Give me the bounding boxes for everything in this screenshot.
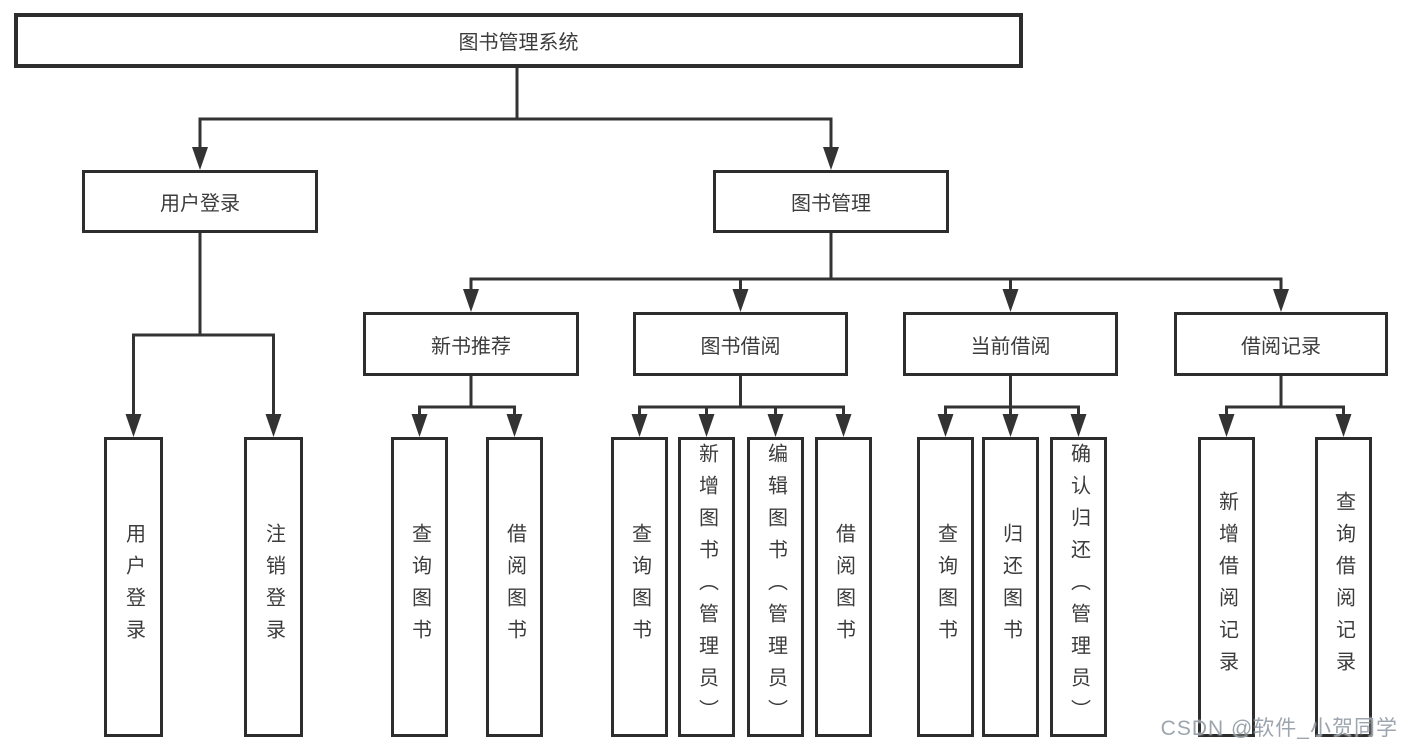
arrow-down-icon	[1002, 414, 1019, 437]
arrow-down-icon	[192, 147, 208, 170]
arrow-down-icon	[506, 414, 523, 437]
node-book-management-branch: 图书管理	[713, 170, 949, 233]
node-label: 确认归还（管理员）	[1067, 443, 1090, 731]
node-user-login-branch: 用户登录	[82, 170, 318, 233]
arrow-down-icon	[1070, 414, 1087, 437]
arrow-down-icon	[463, 289, 479, 312]
node-leaf-cb-confirm-return-admin: 确认归还（管理员）	[1050, 437, 1107, 737]
arrow-down-icon	[835, 414, 852, 437]
node-label: 借阅记录	[1241, 335, 1321, 358]
arrow-down-icon	[698, 414, 715, 437]
watermark: CSDN @软件_小贺同学	[1160, 717, 1398, 740]
node-label: 查询图书	[408, 523, 431, 651]
node-library-management-system: 图书管理系统	[14, 13, 1023, 68]
arrow-down-icon	[937, 414, 954, 437]
node-book-borrowing: 图书借阅	[633, 312, 848, 376]
node-leaf-user-login: 用户登录	[104, 437, 163, 737]
node-borrowing-records: 借阅记录	[1174, 312, 1388, 376]
node-leaf-bb-edit-books-admin: 编辑图书（管理员）	[747, 437, 804, 737]
arrow-down-icon	[767, 414, 784, 437]
node-leaf-bb-query-books: 查询图书	[611, 437, 668, 737]
arrow-down-icon	[1002, 289, 1019, 312]
connector-stems	[132, 66, 1345, 422]
node-current-borrowing: 当前借阅	[903, 312, 1118, 376]
arrowheads	[125, 147, 1352, 437]
node-leaf-cb-return-books: 归还图书	[982, 437, 1039, 737]
arrow-down-icon	[1273, 289, 1289, 312]
node-new-book-recommendation: 新书推荐	[363, 312, 579, 376]
arrow-down-icon	[732, 289, 749, 312]
node-label: 用户登录	[160, 193, 240, 215]
node-label: 当前借阅	[970, 335, 1051, 358]
node-leaf-br-query-record: 查询借阅记录	[1315, 437, 1372, 737]
arrow-down-icon	[1335, 414, 1352, 437]
arrow-down-icon	[631, 414, 648, 437]
node-label: 编辑图书（管理员）	[764, 443, 787, 731]
arrow-down-icon	[411, 414, 428, 437]
node-label: 查询借阅记录	[1332, 491, 1355, 683]
node-label: 图书借阅	[700, 335, 781, 358]
arrow-down-icon	[125, 414, 142, 437]
node-leaf-nbr-borrow-books: 借阅图书	[486, 437, 543, 737]
node-label: 新增借阅记录	[1215, 491, 1238, 683]
node-label: 图书管理	[791, 193, 871, 215]
node-label: 注销登录	[262, 523, 285, 651]
node-label: 查询图书	[628, 523, 651, 651]
node-label: 借阅图书	[503, 523, 526, 651]
arrow-down-icon	[823, 147, 839, 170]
node-label: 用户登录	[122, 523, 145, 651]
arrow-down-icon	[265, 414, 282, 437]
node-leaf-bb-borrow-books: 借阅图书	[815, 437, 872, 737]
node-label: 借阅图书	[832, 523, 855, 651]
node-leaf-br-add-record: 新增借阅记录	[1198, 437, 1255, 737]
node-label: 图书管理系统	[458, 32, 579, 54]
node-leaf-nbr-query-books: 查询图书	[391, 437, 448, 737]
node-leaf-bb-add-books-admin: 新增图书（管理员）	[678, 437, 735, 737]
node-label: 查询图书	[934, 523, 957, 651]
node-label: 新增图书（管理员）	[695, 443, 718, 731]
node-leaf-logout: 注销登录	[244, 437, 303, 737]
arrow-down-icon	[1218, 414, 1235, 437]
node-label: 归还图书	[999, 523, 1022, 651]
node-leaf-cb-query-books: 查询图书	[917, 437, 974, 737]
node-label: 新书推荐	[431, 335, 511, 358]
